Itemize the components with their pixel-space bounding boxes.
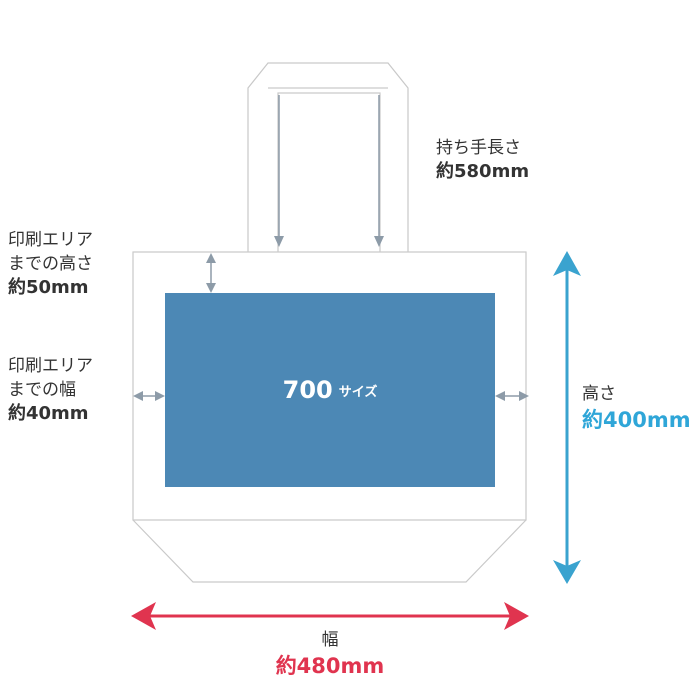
height-title: 高さ bbox=[582, 384, 616, 404]
handle-length-label: 持ち手長さ 約580mm bbox=[436, 136, 529, 184]
height-value: 約400mm bbox=[582, 408, 691, 432]
print-top-line1: 印刷エリア bbox=[8, 230, 93, 250]
print-size-unit: サイズ bbox=[338, 384, 378, 400]
bag-gusset bbox=[132, 519, 527, 583]
handle-length-value: 約580mm bbox=[436, 161, 530, 182]
print-side-line1: 印刷エリア bbox=[8, 356, 93, 376]
handle-inner bbox=[277, 92, 381, 252]
print-top-margin-label: 印刷エリア までの高さ 約50mm bbox=[8, 228, 93, 300]
height-double-headed-arrow-icon bbox=[553, 251, 581, 584]
arrow-down-icon bbox=[274, 95, 284, 247]
width-title: 幅 bbox=[321, 630, 339, 650]
double-headed-arrow-icon bbox=[206, 253, 216, 293]
height-label: 高さ 約400mm bbox=[582, 382, 691, 434]
double-headed-arrow-icon bbox=[133, 391, 165, 401]
print-side-value: 約40mm bbox=[8, 403, 89, 424]
print-size-number: 700 bbox=[282, 376, 333, 404]
handle-length-title: 持ち手長さ bbox=[436, 138, 521, 158]
arrow-down-icon bbox=[374, 95, 384, 247]
print-top-line2: までの高さ bbox=[8, 254, 93, 274]
print-area bbox=[165, 293, 495, 487]
double-headed-arrow-icon bbox=[495, 391, 529, 401]
print-side-line2: までの幅 bbox=[8, 380, 76, 400]
print-top-value: 約50mm bbox=[8, 277, 89, 298]
print-area-label: 700 サイズ bbox=[165, 293, 495, 487]
width-label: 幅 約480mm bbox=[0, 628, 660, 680]
handle-outer bbox=[247, 62, 409, 252]
width-value: 約480mm bbox=[275, 654, 385, 678]
width-double-headed-arrow-icon bbox=[131, 602, 529, 630]
print-side-margin-label: 印刷エリア までの幅 約40mm bbox=[8, 354, 93, 426]
